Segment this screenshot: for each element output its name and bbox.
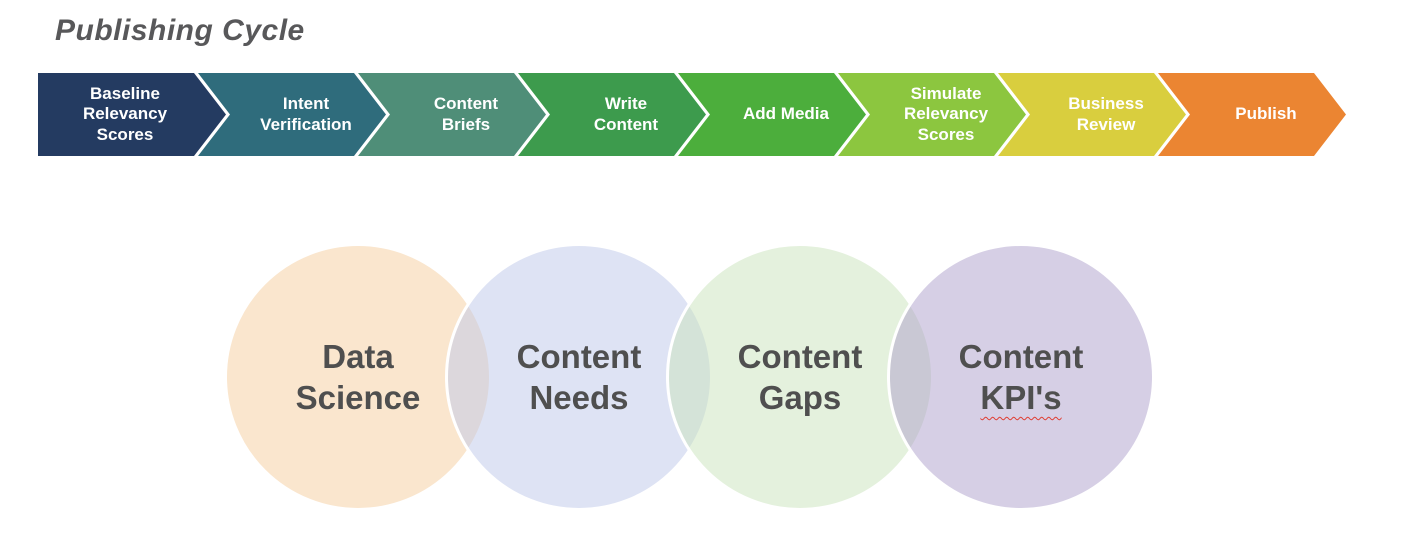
venn-circle-label: Gaps	[758, 379, 842, 416]
process-flow: Baseline Relevancy Scores Intent Verifica…	[38, 73, 1346, 156]
venn-circle-label: Science	[295, 379, 421, 416]
process-step-label: Write Content	[593, 94, 659, 134]
process-step-label: Baseline Relevancy Scores	[82, 84, 168, 144]
process-step-label: Intent Verification	[260, 94, 352, 134]
process-step-baseline-relevancy-scores: Baseline Relevancy Scores	[38, 73, 226, 156]
process-step-label: Content Briefs	[433, 94, 499, 134]
venn-circle-label: Needs	[529, 379, 629, 416]
process-step-label: Publish	[1235, 104, 1297, 124]
process-step-intent-verification: Intent Verification	[198, 73, 386, 156]
venn-circle-label: Content	[958, 337, 1084, 375]
venn-circle-label: Content	[516, 337, 642, 375]
venn-circle-label: Content	[737, 337, 863, 375]
venn-circle-label: Data	[322, 337, 394, 375]
page-title: Publishing Cycle	[55, 14, 305, 47]
process-step-label: Simulate Relevancy Scores	[903, 84, 989, 144]
venn-circle-label: KPI's	[980, 379, 1062, 416]
process-step-label: Add Media	[743, 104, 829, 124]
process-step-label: Business Review	[1068, 94, 1144, 134]
